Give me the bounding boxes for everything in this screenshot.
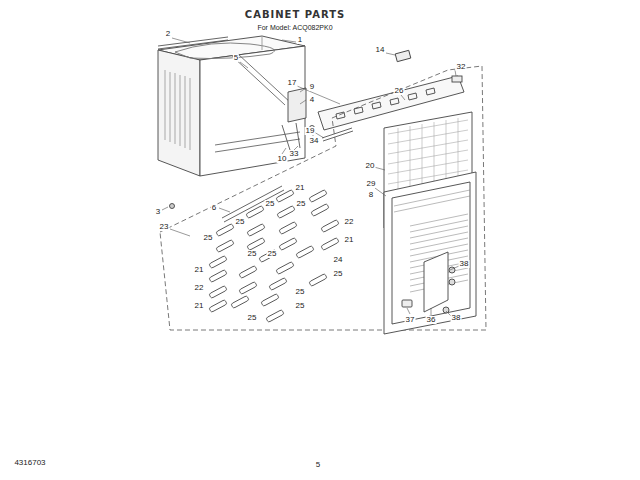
- callout-number: 38: [451, 314, 462, 322]
- callout-number: 37: [405, 316, 416, 324]
- callout-number: 10: [277, 155, 288, 163]
- callout-number: 25: [295, 302, 306, 310]
- callout-number: 8: [368, 191, 374, 199]
- page-number: 5: [315, 461, 321, 469]
- callout-number: 22: [344, 218, 355, 226]
- callout-number: 21: [194, 266, 205, 274]
- callout-number: 38: [459, 260, 470, 268]
- callout-number: 29: [366, 180, 377, 188]
- callout-number: 25: [265, 200, 276, 208]
- callout-number: 2: [165, 30, 171, 38]
- callout-number: 25: [247, 314, 258, 322]
- callout-number: 21: [194, 302, 205, 310]
- callout-number: 5: [233, 54, 239, 62]
- callout-number: 14: [375, 46, 386, 54]
- callout-number: 25: [333, 270, 344, 278]
- callout-number: 25: [235, 218, 246, 226]
- document-number: 4316703: [13, 459, 46, 467]
- callout-number: 17: [287, 79, 298, 87]
- callout-number: 26: [394, 87, 405, 95]
- callout-number: 25: [296, 200, 307, 208]
- callout-number: 25: [247, 250, 258, 258]
- callout-number: 25: [267, 250, 278, 258]
- callout-number: 32: [456, 63, 467, 71]
- callout-number: 21: [344, 236, 355, 244]
- callout-number: 23: [159, 223, 170, 231]
- model-subtitle: For Model: ACQ082PK0: [256, 24, 333, 31]
- callout-number: 1: [297, 36, 303, 44]
- diagram-title: CABINET PARTS: [245, 9, 345, 20]
- callout-number: 19: [305, 127, 316, 135]
- callout-number: 22: [194, 284, 205, 292]
- callout-number: 9: [309, 83, 315, 91]
- callout-number: 34: [309, 137, 320, 145]
- callout-number: 36: [426, 316, 437, 324]
- callout-number: 25: [295, 288, 306, 296]
- callout-number: 6: [211, 204, 217, 212]
- callout-number: 3: [155, 208, 161, 216]
- callout-number: 24: [333, 256, 344, 264]
- callout-number: 25: [203, 234, 214, 242]
- callout-number: 21: [295, 184, 306, 192]
- callout-number: 4: [309, 96, 315, 104]
- callout-number: 20: [365, 162, 376, 170]
- callout-number: 33: [289, 150, 300, 158]
